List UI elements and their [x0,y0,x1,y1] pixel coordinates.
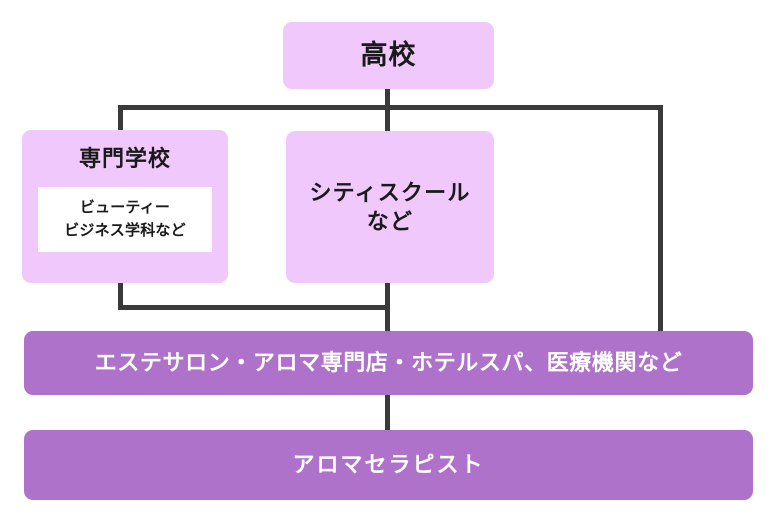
connector-highschool-stem [385,88,390,110]
connector-workplaces-to-aromatherapist [385,393,390,433]
node-aromatherapist[interactable]: アロマセラピスト [24,430,753,500]
node-workplaces[interactable]: エステサロン・アロマ専門店・ホテルスパ、医療機関など [24,331,753,395]
node-city-school[interactable]: シティスクール など [286,131,494,283]
connector-to-vocational [118,105,123,135]
node-city-school-label: シティスクール など [309,179,471,234]
node-vocational-school-note: ビューティー ビジネス学科など [38,187,212,253]
connector-top-bus [118,105,663,110]
connector-right-bypass [658,105,663,333]
node-vocational-school[interactable]: 専門学校 ビューティー ビジネス学科など [22,130,228,283]
connector-to-cityschool [385,105,390,137]
node-workplaces-label: エステサロン・アロマ専門店・ホテルスパ、医療機関など [94,350,683,376]
connector-vocational-out [118,283,123,310]
node-high-school-label: 高校 [360,39,417,70]
node-high-school[interactable]: 高校 [283,22,494,89]
node-aromatherapist-label: アロマセラピスト [292,452,485,478]
connector-bottom-bus [118,305,390,310]
node-vocational-school-label: 専門学校 [78,146,171,171]
connector-cityschool-out [385,283,390,333]
